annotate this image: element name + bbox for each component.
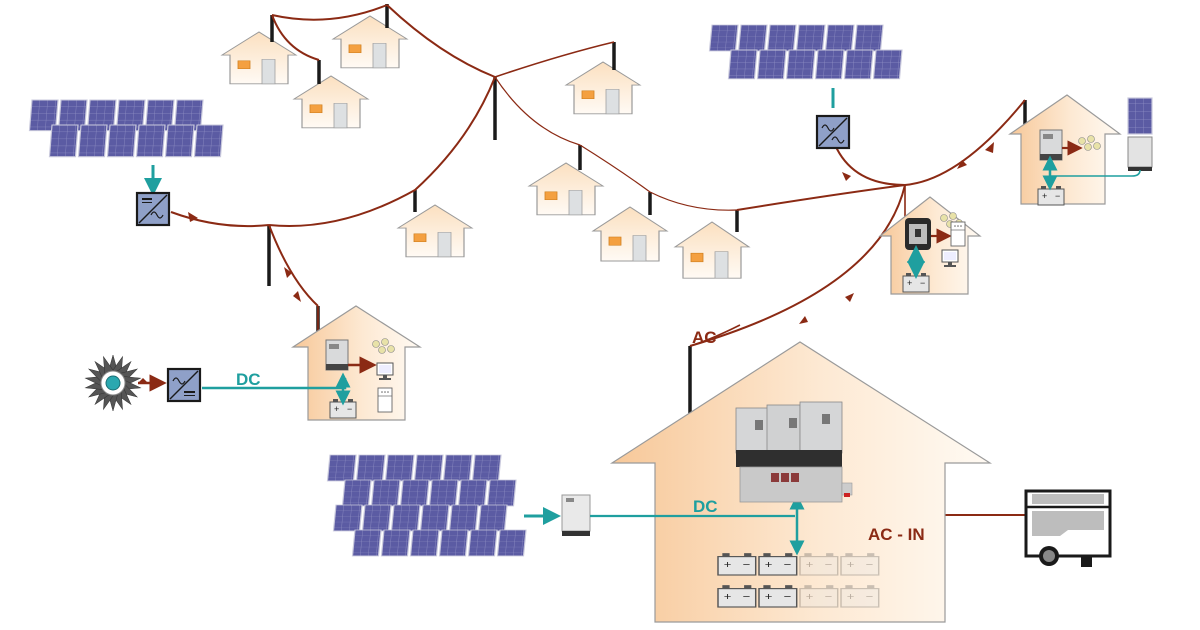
ac-arrow	[188, 212, 198, 222]
ac-in-label: AC - IN	[868, 525, 925, 544]
dc-label-main: DC	[693, 497, 718, 516]
fridge-icon	[377, 387, 393, 413]
solar-array-bottom	[326, 454, 527, 557]
consumer-house-center	[878, 196, 982, 295]
ac-flow-arrows	[138, 142, 994, 383]
ac-arrow	[799, 316, 808, 324]
charge-controller-small	[1127, 136, 1153, 171]
inverter-device	[1039, 129, 1063, 161]
village-house	[332, 15, 408, 69]
battery-active	[758, 584, 798, 608]
ac-arrow	[293, 291, 301, 302]
battery-active	[758, 552, 798, 576]
dc-label-left: DC	[236, 370, 261, 389]
ac-label: AC	[692, 328, 717, 347]
battery-inactive	[799, 584, 839, 608]
hydro-converter	[166, 367, 202, 403]
village-house	[397, 204, 473, 258]
consumer-house-right	[1008, 94, 1141, 206]
consumer-house-left	[290, 305, 423, 421]
ac-arrow	[845, 293, 854, 302]
village-house	[565, 61, 641, 115]
ac-arrow	[284, 267, 292, 278]
battery-inactive	[840, 552, 880, 576]
charge-controller	[561, 494, 591, 536]
ac-arrow	[842, 172, 851, 181]
pv-inverter-left	[135, 191, 171, 227]
battery-inactive	[799, 552, 839, 576]
fridge-icon	[950, 221, 966, 247]
ac-arrow	[985, 142, 994, 153]
battery-icon	[329, 398, 357, 419]
battery-icon	[1037, 185, 1065, 206]
ac-arrow	[957, 160, 967, 169]
solar-array-top-right	[708, 24, 903, 80]
village-house	[528, 162, 604, 216]
battery-active	[717, 584, 757, 608]
battery-active	[717, 552, 757, 576]
inverter-device	[905, 218, 931, 250]
village-house	[592, 206, 668, 262]
water-turbine-icon	[84, 354, 142, 412]
pv-inverter-top-right	[815, 114, 851, 150]
village-house	[293, 75, 369, 129]
battery-icon	[902, 272, 930, 293]
inverter-charger-station	[735, 401, 853, 503]
generator-icon	[1024, 489, 1112, 567]
single-solar-panel	[1127, 97, 1153, 135]
village-house	[221, 31, 297, 85]
inverter-device	[325, 339, 349, 371]
solar-array-left	[28, 99, 224, 158]
battery-inactive	[840, 584, 880, 608]
